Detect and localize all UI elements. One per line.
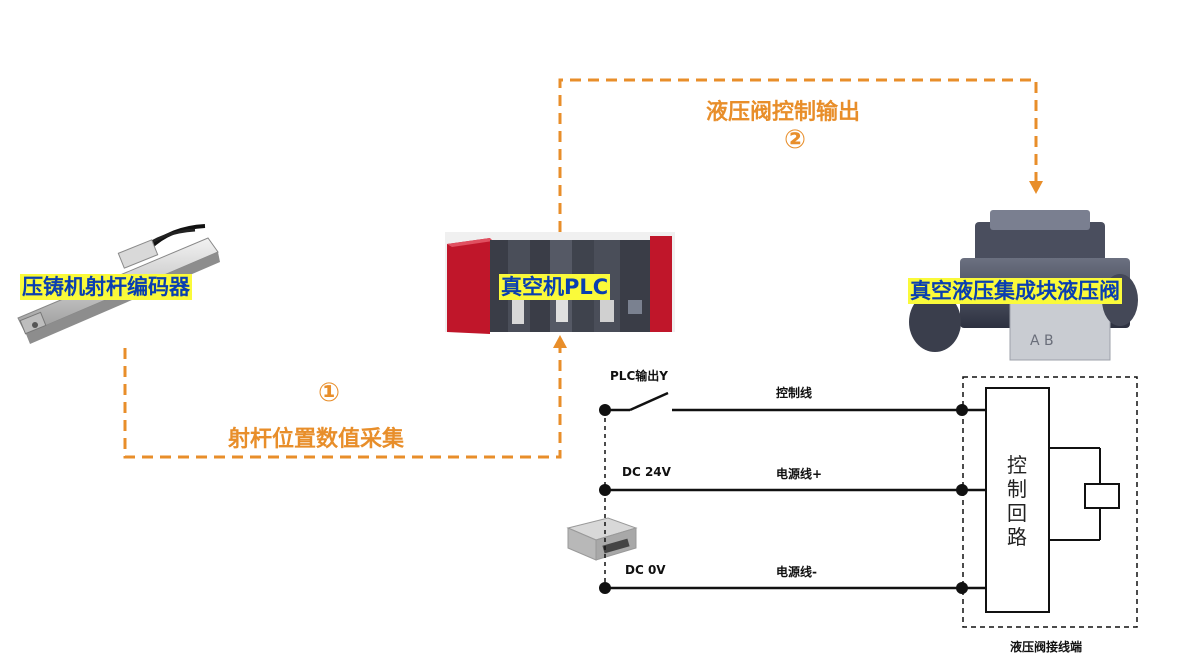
terminal-label: 液压阀接线端 <box>1010 640 1083 654</box>
encoder-label: 压铸机射杆编码器 <box>20 274 192 300</box>
dc0-label: DC 0V <box>625 563 666 577</box>
dc24-label: DC 24V <box>622 465 671 479</box>
valve-label: 真空液压集成块液压阀 <box>908 278 1122 304</box>
control-circuit-char-1: 控 <box>1007 453 1027 477</box>
arrowhead-up-icon <box>553 335 567 348</box>
plc-label: 真空机PLC <box>499 274 611 300</box>
step2-text: 液压阀控制输出 <box>706 100 861 125</box>
svg-text:A B: A B <box>1030 333 1054 349</box>
plc-output-label: PLC输出Y <box>610 369 668 383</box>
wiring-diagram <box>604 376 1138 628</box>
control-circuit-char-3: 回 <box>1007 501 1027 525</box>
control-line-label: 控制线 <box>776 386 813 400</box>
flow-arrows <box>123 78 1038 459</box>
step2-number: ② <box>784 125 807 155</box>
power-minus-label: 电源线- <box>776 565 817 579</box>
arrowhead-down-icon <box>1029 181 1043 194</box>
power-plus-label: 电源线+ <box>776 467 823 481</box>
control-circuit-char-2: 制 <box>1007 477 1027 501</box>
power-supply-image <box>566 517 638 561</box>
flow-path-2 <box>558 78 1038 232</box>
flow-path-1 <box>123 348 562 459</box>
step1-text: 射杆位置数值采集 <box>228 427 405 452</box>
step1-number: ① <box>318 378 341 408</box>
control-circuit-char-4: 路 <box>1007 525 1027 549</box>
terminal-dots <box>599 404 968 594</box>
